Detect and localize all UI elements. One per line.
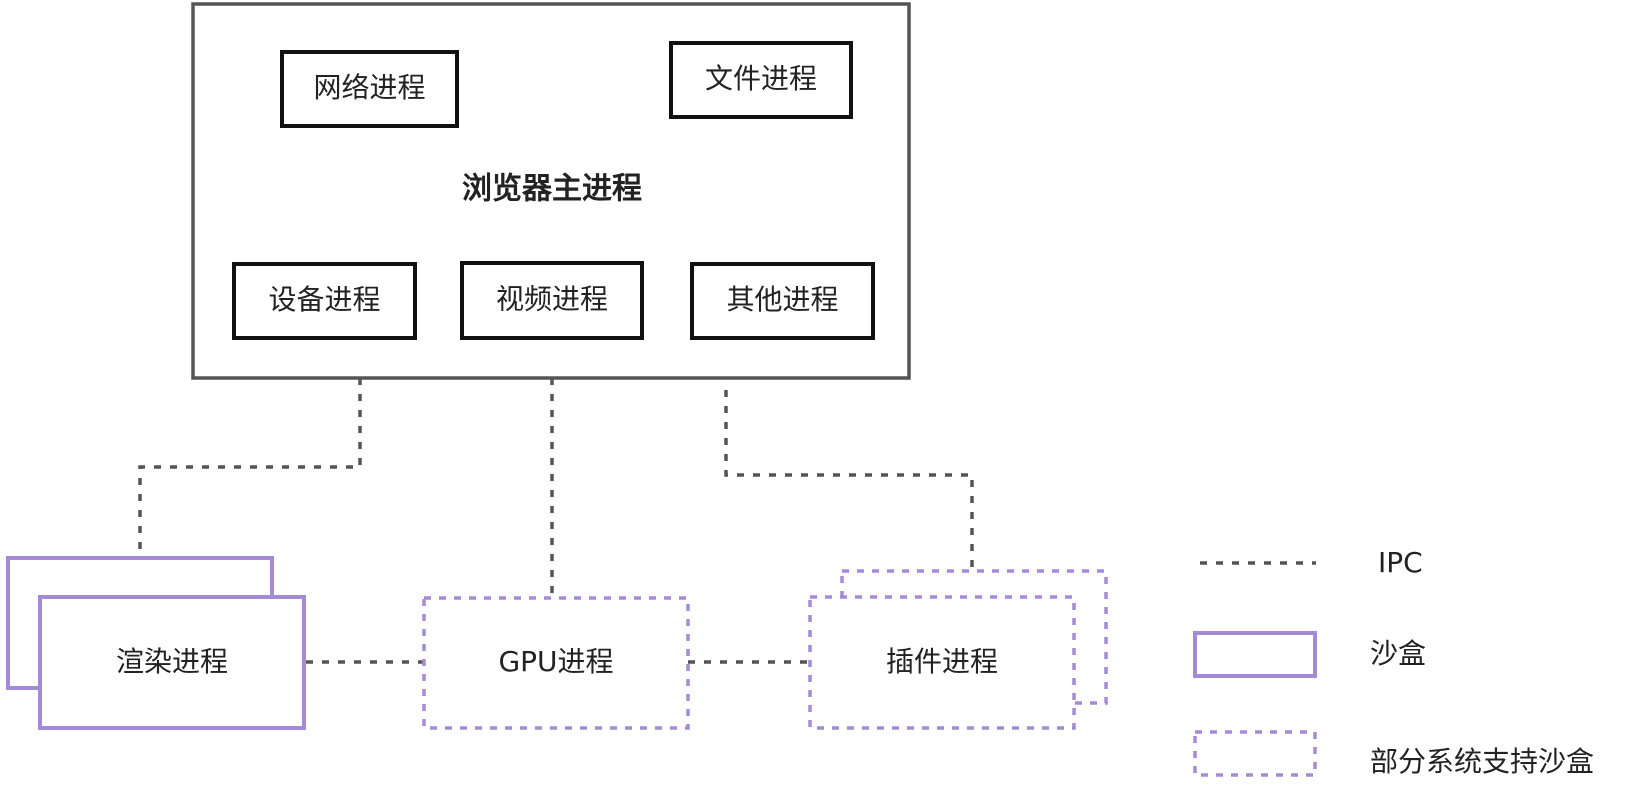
other-process-box xyxy=(690,262,875,340)
plugin-process: 插件进程 xyxy=(808,569,1108,730)
file-process: 文件进程 xyxy=(669,41,853,119)
other-process: 其他进程 xyxy=(690,262,875,340)
plugin-process-front-box xyxy=(808,595,1076,730)
file-process-label: 文件进程 xyxy=(705,62,817,95)
render-process-label: 渲染进程 xyxy=(116,645,228,678)
ipc-line-main-to-plugin xyxy=(724,390,974,570)
gpu-process-label: GPU进程 xyxy=(498,645,613,678)
legend-sandbox-swatch xyxy=(1193,631,1317,678)
main-process-label: 浏览器主进程 xyxy=(462,172,642,207)
device-process: 设备进程 xyxy=(232,262,417,340)
plugin-process-label: 插件进程 xyxy=(886,645,998,678)
ipc-connections xyxy=(138,378,974,664)
video-process-box xyxy=(460,261,644,340)
legend-partial-sandbox-swatch xyxy=(1193,730,1317,777)
gpu-process: GPU进程 xyxy=(422,596,690,730)
browser-main-process: 浏览器主进程 网络进程 文件进程 设备进程 视频进程 其他进程 xyxy=(191,2,911,380)
network-process-label: 网络进程 xyxy=(313,71,425,104)
legend: IPC 沙盒 部分系统支持沙盒 xyxy=(1193,546,1594,778)
legend-ipc-label: IPC xyxy=(1378,546,1423,579)
render-process-front-box xyxy=(38,595,306,730)
network-process-box xyxy=(280,50,459,128)
video-process-label: 视频进程 xyxy=(496,283,608,316)
device-process-label: 设备进程 xyxy=(268,283,380,316)
network-process: 网络进程 xyxy=(280,50,459,128)
ipc-line-main-to-render xyxy=(138,378,362,553)
legend-partial-sandbox-label: 部分系统支持沙盒 xyxy=(1370,745,1594,778)
legend-sandbox-label: 沙盒 xyxy=(1370,637,1426,670)
video-process: 视频进程 xyxy=(460,261,644,340)
other-process-label: 其他进程 xyxy=(726,283,838,316)
render-process: 渲染进程 xyxy=(6,556,306,730)
gpu-process-box xyxy=(422,596,690,730)
device-process-box xyxy=(232,262,417,340)
file-process-box xyxy=(669,41,853,119)
